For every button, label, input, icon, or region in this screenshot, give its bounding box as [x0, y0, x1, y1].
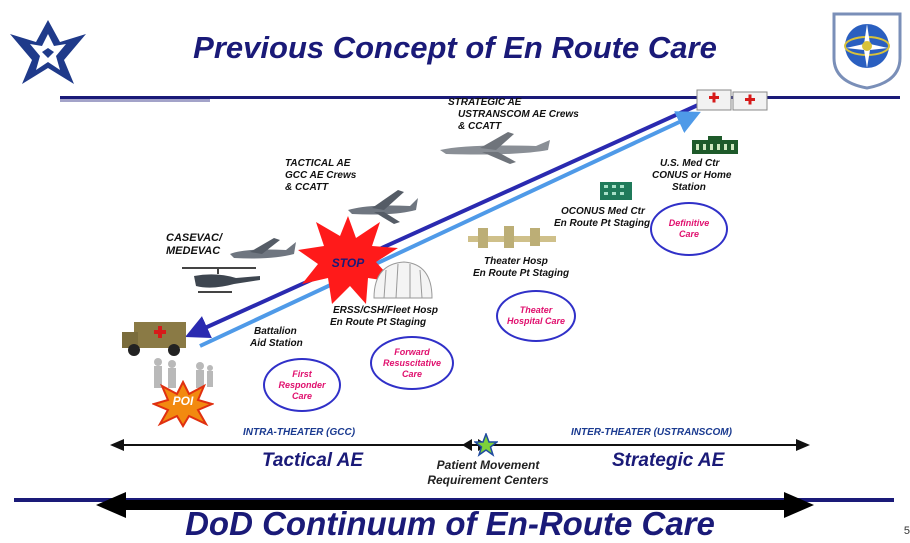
- page-number: 5: [903, 525, 910, 537]
- inbound-arrow: [199, 111, 701, 348]
- outbound-arrow: [185, 103, 699, 338]
- casevac-label: CASEVAC/: [166, 232, 223, 244]
- tactical-ccatt-label: & CCATT: [285, 182, 329, 193]
- theater-staging-label: En Route Pt Staging: [473, 268, 570, 279]
- oconus-building-icon: [600, 182, 632, 200]
- strategic-ae-bottom-label: Strategic AE: [612, 450, 725, 471]
- strategic-crews-label: USTRANSCOM AE Crews: [458, 109, 579, 120]
- tactical-ae-bottom-label: Tactical AE: [262, 450, 364, 471]
- air-force-logo: [10, 20, 86, 84]
- oconus-staging-label: En Route Pt Staging: [554, 218, 651, 229]
- strategic-ae-label: STRATEGIC AE: [448, 97, 522, 108]
- strategic-ccatt-label: & CCATT: [458, 121, 502, 132]
- aid-station-label: Aid Station: [250, 338, 303, 349]
- hospital-vehicles-icon: [696, 89, 768, 111]
- us-med-ctr-label: U.S. Med Ctr: [660, 158, 720, 169]
- inter-theater-label: INTER-THEATER (USTRANSCOM): [571, 427, 732, 438]
- stop-label: STOP: [331, 256, 365, 270]
- tactical-aircraft-icon: [348, 190, 418, 224]
- air-mobility-command-seal: [832, 12, 902, 90]
- medevac-label: MEDEVAC: [166, 245, 221, 257]
- poi-label: POI: [172, 394, 194, 408]
- soldiers-icon: [154, 358, 213, 388]
- stop-burst-icon: [298, 216, 398, 304]
- page-title: Previous Concept of En Route Care: [193, 30, 717, 65]
- poi-burst-icon: [152, 380, 214, 428]
- erss-label: ERSS/CSH/Fleet Hosp: [333, 305, 439, 316]
- strategic-aircraft-icon: [440, 132, 550, 164]
- battalion-label: Battalion: [254, 326, 297, 337]
- casevac-aircraft-icon: [230, 238, 296, 259]
- field-hospital-tent-icon: [373, 261, 433, 299]
- intra-theater-label: INTRA-THEATER (GCC): [243, 427, 356, 438]
- us-med-ctr-building-icon: [692, 136, 738, 154]
- header-divider: [60, 96, 900, 102]
- tactical-ae-label: TACTICAL AE: [285, 158, 351, 169]
- theater-hosp-label: Theater Hosp: [484, 256, 548, 267]
- helicopter-icon: [182, 267, 260, 293]
- continuum-title: DoD Continuum of En-Route Care: [185, 505, 715, 542]
- erss-staging-label: En Route Pt Staging: [330, 317, 427, 328]
- theater-hospital-icon: [468, 226, 556, 248]
- tactical-crews-label: GCC AE Crews: [285, 170, 357, 181]
- conus-label: CONUS or Home: [652, 170, 732, 181]
- pmrc-star-icon: [474, 433, 498, 457]
- station-label: Station: [672, 182, 706, 193]
- continuum-arrow: [14, 492, 894, 518]
- oconus-label: OCONUS Med Ctr: [561, 206, 645, 217]
- ambulance-icon: [122, 322, 186, 356]
